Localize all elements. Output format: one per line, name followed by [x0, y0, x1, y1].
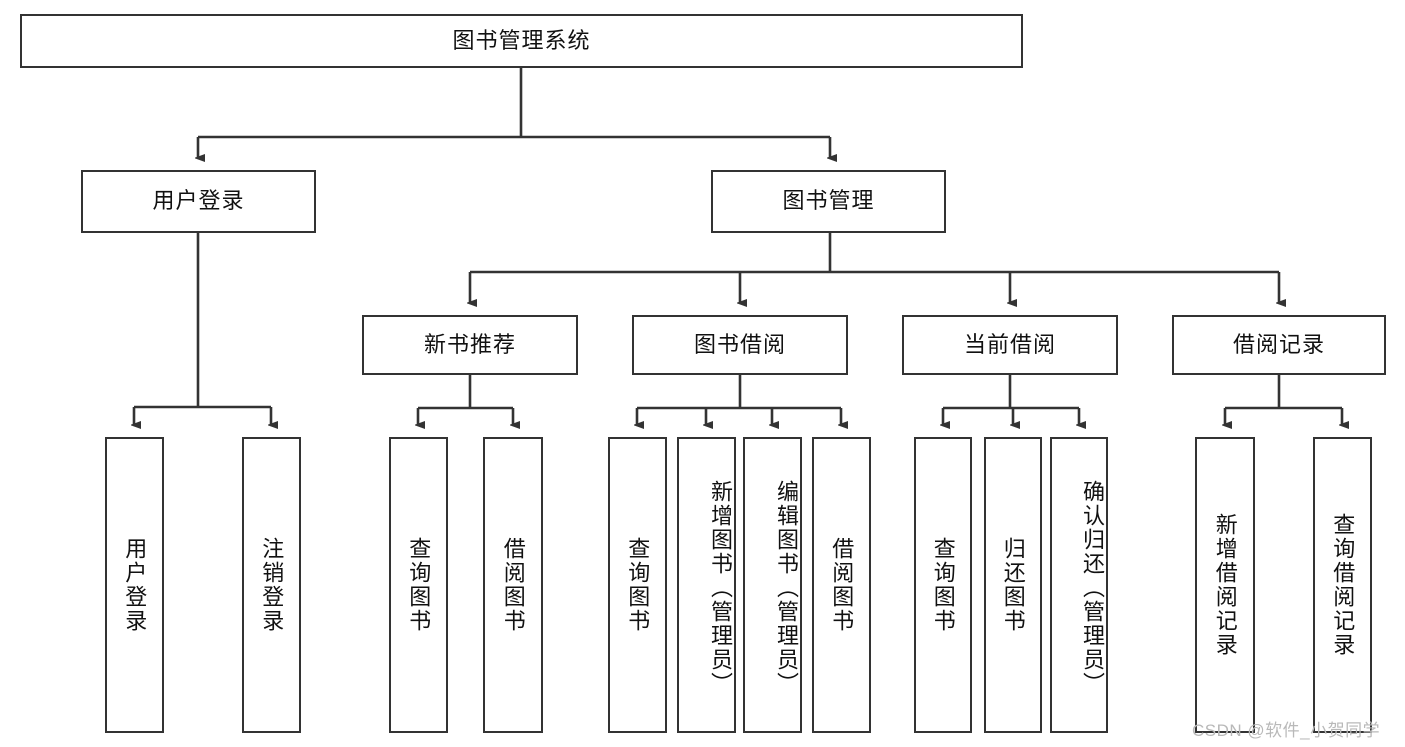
leaf-label: 借阅图书 — [829, 537, 855, 633]
leaf-label: 用户登录 — [122, 537, 148, 633]
leaf-current-confirm-return-admin[interactable]: 确认归还（管理员） — [1050, 437, 1108, 733]
leaf-label: 归还图书 — [1000, 537, 1026, 633]
node-root[interactable]: 图书管理系统 — [20, 14, 1023, 68]
leaf-borrow-borrow-book[interactable]: 借阅图书 — [812, 437, 871, 733]
leaf-label: 查询借阅记录 — [1330, 513, 1356, 657]
leaf-label: 新增图书（管理员） — [708, 480, 733, 696]
node-user-login[interactable]: 用户登录 — [81, 170, 316, 233]
node-book-borrow-label: 图书借阅 — [693, 331, 786, 357]
node-book-management[interactable]: 图书管理 — [711, 170, 946, 233]
node-borrow-record-label: 借阅记录 — [1232, 331, 1325, 357]
leaf-recommend-query-book[interactable]: 查询图书 — [389, 437, 448, 733]
node-borrow-record[interactable]: 借阅记录 — [1172, 315, 1386, 375]
node-book-borrow[interactable]: 图书借阅 — [632, 315, 848, 375]
leaf-label: 确认归还（管理员） — [1080, 480, 1105, 696]
leaf-borrow-query-book[interactable]: 查询图书 — [608, 437, 667, 733]
node-book-management-label: 图书管理 — [782, 188, 875, 214]
watermark-text: CSDN @软件_小贺同学 — [1192, 721, 1381, 740]
leaf-label: 查询图书 — [625, 537, 651, 633]
node-current-borrow-label: 当前借阅 — [963, 331, 1056, 357]
node-current-borrow[interactable]: 当前借阅 — [902, 315, 1118, 375]
leaf-label: 借阅图书 — [500, 537, 526, 633]
leaf-current-return-book[interactable]: 归还图书 — [984, 437, 1042, 733]
leaf-label: 编辑图书（管理员） — [774, 480, 799, 696]
node-new-book-recommend[interactable]: 新书推荐 — [362, 315, 578, 375]
leaf-user-login-login[interactable]: 用户登录 — [105, 437, 164, 733]
leaf-borrow-add-book-admin[interactable]: 新增图书（管理员） — [677, 437, 736, 733]
watermark: CSDN @软件_小贺同学 — [1192, 716, 1380, 741]
leaf-recommend-borrow-book[interactable]: 借阅图书 — [483, 437, 543, 733]
leaf-current-query-book[interactable]: 查询图书 — [914, 437, 972, 733]
leaf-record-query-record[interactable]: 查询借阅记录 — [1313, 437, 1372, 733]
leaf-user-login-logout[interactable]: 注销登录 — [242, 437, 301, 733]
leaf-borrow-edit-book-admin[interactable]: 编辑图书（管理员） — [743, 437, 802, 733]
leaf-label: 新增借阅记录 — [1212, 513, 1238, 657]
node-new-book-recommend-label: 新书推荐 — [423, 331, 516, 357]
leaf-label: 查询图书 — [930, 537, 956, 633]
node-root-label: 图书管理系统 — [452, 27, 591, 53]
leaf-label: 注销登录 — [259, 537, 285, 633]
leaf-record-add-record[interactable]: 新增借阅记录 — [1195, 437, 1255, 733]
leaf-label: 查询图书 — [406, 537, 432, 633]
node-user-login-label: 用户登录 — [152, 188, 245, 214]
